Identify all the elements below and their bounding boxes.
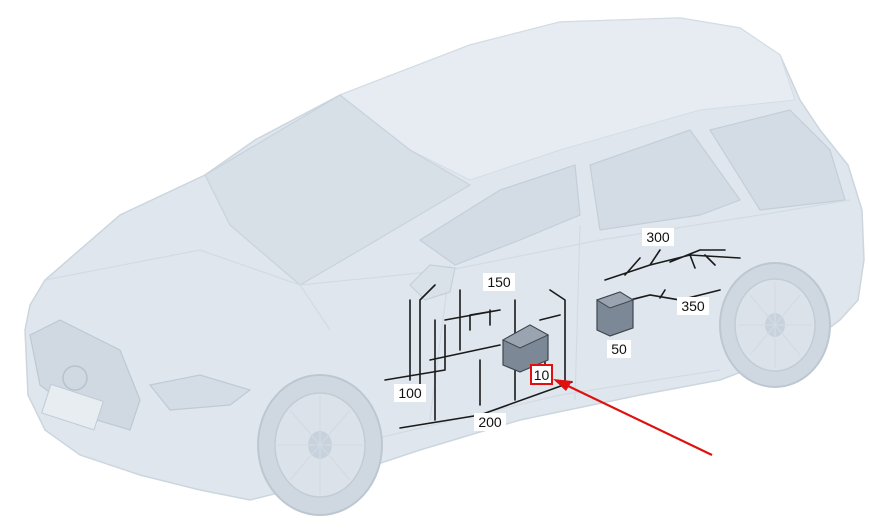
harness-rear-door — [604, 249, 741, 301]
highlight-box — [530, 364, 553, 385]
svg-text:350: 350 — [681, 298, 705, 314]
brand-emblem — [62, 365, 88, 391]
front-wheel — [257, 374, 383, 516]
label-10-highlighted: 10 — [530, 364, 553, 385]
module-10-unit — [501, 324, 550, 373]
svg-text:150: 150 — [487, 274, 511, 290]
door-line-rear — [574, 224, 581, 401]
windshield — [204, 94, 472, 286]
callout-labels: 100 150 200 300 350 50 10 — [394, 228, 709, 431]
rear-window — [709, 109, 846, 211]
license-plate — [41, 383, 104, 431]
rear-wheel — [719, 262, 831, 388]
label-300: 300 — [642, 228, 674, 246]
side-window-front — [418, 164, 581, 266]
label-150: 150 — [483, 273, 515, 291]
svg-text:100: 100 — [398, 385, 422, 401]
car-roof — [338, 17, 796, 181]
pointer-arrow — [553, 379, 713, 456]
svg-text:300: 300 — [646, 229, 670, 245]
hood-line — [44, 249, 331, 331]
headlight — [148, 374, 252, 411]
svg-text:200: 200 — [478, 414, 502, 430]
module-50-unit — [595, 291, 635, 337]
shoulder-line — [299, 199, 851, 286]
front-grille — [29, 319, 141, 431]
label-200: 200 — [474, 413, 506, 431]
side-window-rear — [589, 129, 741, 231]
wiring-harness — [384, 249, 741, 429]
label-50: 50 — [607, 340, 631, 358]
label-350: 350 — [677, 297, 709, 315]
svg-text:10: 10 — [534, 367, 550, 383]
svg-text:50: 50 — [611, 341, 627, 357]
car-outline — [24, 17, 865, 501]
car-body — [24, 17, 865, 516]
label-100: 100 — [394, 384, 426, 402]
sill-line — [369, 369, 721, 441]
